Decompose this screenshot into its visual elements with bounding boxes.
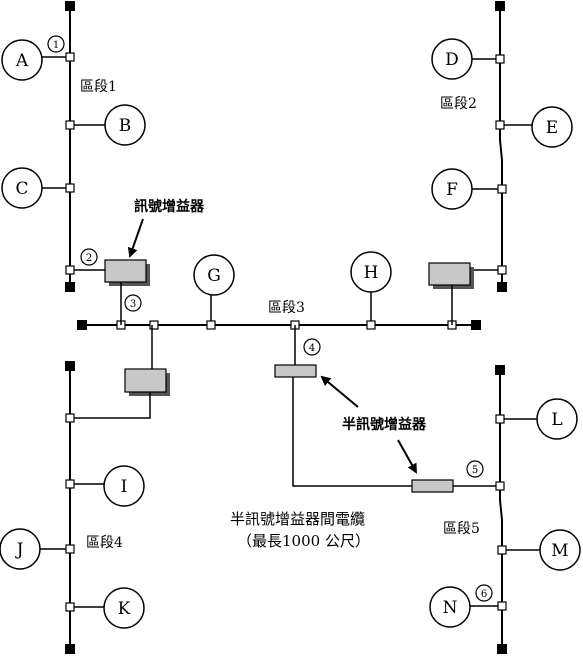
marker-3-label: 3 (130, 299, 136, 310)
segment-2-label: 區段2 (440, 96, 477, 112)
tap (495, 481, 505, 491)
repeater-1 (104, 259, 150, 325)
terminator (65, 644, 75, 654)
tap (366, 320, 376, 330)
remote-cable (292, 377, 412, 487)
node-m-label: M (551, 541, 568, 561)
tap (497, 545, 507, 555)
marker-4-label: 4 (309, 343, 315, 354)
tap (65, 120, 75, 130)
segment-1-label: 區段1 (80, 79, 117, 95)
node-a (1, 39, 43, 81)
node-h (350, 251, 392, 293)
marker-3 (124, 294, 142, 312)
repeater-box (124, 368, 167, 393)
node-g (193, 254, 235, 296)
node-j (0, 528, 41, 570)
tap (497, 265, 507, 275)
node-k-label: K (118, 599, 131, 619)
segment-4-label: 區段4 (86, 535, 123, 551)
node-n (429, 586, 471, 628)
tap (149, 320, 159, 330)
node-h-label: H (364, 263, 379, 283)
node-e-label: E (546, 118, 558, 138)
node-b (104, 104, 146, 146)
half-repeater-bottom (411, 479, 454, 493)
terminator (65, 1, 75, 11)
node-c (1, 167, 43, 209)
node-l (536, 398, 578, 440)
terminator (65, 282, 75, 292)
half-repeater-link (274, 325, 500, 493)
terminator (77, 320, 87, 330)
repeater-box (104, 259, 147, 283)
node-d (431, 38, 473, 80)
tap (495, 54, 505, 64)
marker-2 (80, 248, 98, 266)
node-k (103, 587, 145, 629)
tap (497, 184, 507, 194)
tap (65, 479, 75, 489)
node-i (103, 465, 145, 507)
tap (65, 413, 75, 423)
repeater-2 (428, 262, 474, 325)
node-m (539, 529, 581, 571)
tap (65, 602, 75, 612)
repeater-box (428, 262, 471, 286)
marker-6 (475, 584, 493, 602)
tap (495, 120, 505, 130)
repeater-label: 訊號增益器 (134, 198, 205, 215)
tap (65, 52, 75, 62)
cable-caption-line1: 半訊號增益器間電纜 (230, 510, 365, 528)
annotations: 訊號增益器 半訊號增益器 半訊號增益器間電纜 （最長1000 公尺） (127, 198, 427, 550)
marker-2-label: 2 (86, 253, 92, 264)
terminator (65, 361, 75, 371)
tap (65, 183, 75, 193)
node-f (431, 168, 473, 210)
tap (497, 601, 507, 611)
node-c-label: C (15, 179, 28, 199)
node-l-label: L (551, 410, 562, 430)
marker-5 (466, 460, 484, 478)
marker-1-label: 1 (53, 40, 59, 51)
segment-3-label: 區段3 (268, 300, 305, 316)
half-repeater-arrow-up (320, 375, 359, 408)
node-a-label: A (15, 51, 29, 71)
node-e (531, 106, 573, 148)
marker-5-label: 5 (472, 465, 478, 476)
node-b-label: B (119, 116, 132, 136)
tap (206, 320, 216, 330)
tap (495, 414, 505, 424)
node-j-label: J (15, 540, 24, 560)
terminator (497, 644, 507, 654)
cable-caption-line2: （最長1000 公尺） (237, 532, 370, 550)
tap (65, 544, 75, 554)
repeater-3 (70, 325, 170, 419)
terminator (495, 1, 505, 11)
terminator (471, 320, 481, 330)
node-d-label: D (445, 50, 459, 70)
marker-1 (47, 35, 65, 53)
segment-5: L M N 區段5 (429, 365, 581, 654)
node-f-label: F (446, 180, 458, 200)
half-repeater-top (274, 364, 317, 378)
repeater-arrow (127, 218, 144, 258)
node-n-label: N (443, 598, 458, 618)
half-repeater-label: 半訊號增益器 (342, 416, 427, 433)
tap (65, 265, 75, 275)
node-i-label: I (121, 477, 128, 497)
segment-1: A B C 區段1 (1, 1, 146, 292)
markers: 1 2 3 4 5 6 (47, 35, 493, 602)
segment-4: I J K 區段4 (0, 361, 145, 654)
segment-5-label: 區段5 (443, 521, 480, 537)
terminator (495, 365, 505, 375)
node-g-label: G (207, 266, 221, 286)
marker-4 (303, 338, 321, 356)
terminator (497, 282, 507, 292)
marker-6-label: 6 (481, 589, 487, 600)
segment-2: D E F 區段2 (431, 1, 573, 292)
half-repeater-arrow-down (397, 439, 417, 474)
